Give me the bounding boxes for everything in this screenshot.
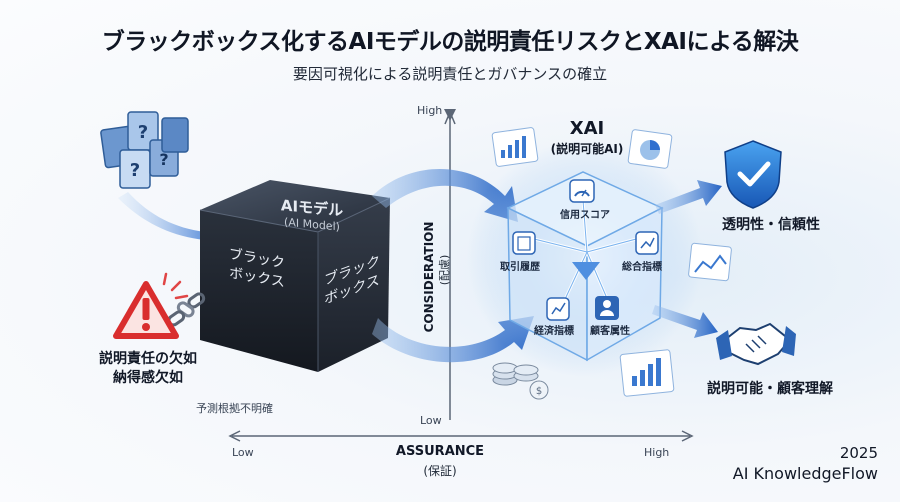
svg-text:?: ? bbox=[130, 160, 140, 181]
svg-text:?: ? bbox=[159, 150, 168, 169]
black-box-cube bbox=[199, 180, 391, 372]
footer-year: 2025 bbox=[839, 444, 878, 462]
outcome-transparency: 透明性・信頼性 bbox=[722, 217, 820, 233]
x-axis-label: ASSURANCE bbox=[395, 444, 485, 459]
arrow-to-explainability bbox=[652, 305, 718, 338]
coins-icon: $ bbox=[492, 362, 549, 400]
xai-title: XAI bbox=[569, 118, 605, 139]
input-arrow bbox=[118, 192, 226, 248]
page-title: ブラックボックス化するAIモデルの説明責任リスクとXAIによる解決 bbox=[101, 29, 799, 55]
xai-subtitle: (説明可能AI) bbox=[550, 142, 624, 156]
page-subtitle: 要因可視化による説明責任とガバナンスの確立 bbox=[292, 65, 608, 83]
svg-text:?: ? bbox=[138, 122, 148, 143]
node-customer-attributes: 顧客属性 bbox=[590, 326, 630, 337]
handshake-icon bbox=[716, 322, 796, 366]
node-overall-indicator: 総合指標 bbox=[622, 262, 662, 273]
node-economic-indicator: 経済指標 bbox=[534, 326, 574, 337]
xai-cube bbox=[467, 140, 703, 376]
floating-charts bbox=[491, 127, 732, 397]
arrow-to-transparency bbox=[655, 180, 722, 214]
svg-text:$: $ bbox=[536, 386, 542, 397]
y-axis-label-sub: (配慮) bbox=[438, 254, 451, 286]
warning-icon bbox=[113, 272, 189, 339]
x-axis-high: High bbox=[644, 446, 670, 459]
shield-check-icon bbox=[724, 140, 782, 209]
x-axis-label-sub: (保証) bbox=[423, 464, 457, 478]
risk-label-satisfaction: 納得感欠如 bbox=[113, 370, 183, 386]
node-credit-score: 信用スコア bbox=[560, 210, 610, 221]
bottom-curved-arrow bbox=[372, 316, 534, 363]
risk-label-accountability: 説明責任の欠如 bbox=[99, 351, 197, 367]
x-axis-low: Low bbox=[232, 446, 254, 459]
top-curved-arrow bbox=[372, 169, 518, 222]
blackbox-footnote: 予測根拠不明確 bbox=[196, 402, 273, 415]
y-axis-low: Low bbox=[420, 414, 442, 427]
node-transaction-history: 取引履歴 bbox=[500, 262, 540, 273]
y-axis-label: CONSIDERATION bbox=[422, 221, 436, 333]
outcome-explainability: 説明可能・顧客理解 bbox=[707, 381, 833, 397]
question-documents-icon: ? ? ? bbox=[100, 111, 189, 189]
y-axis-high: High bbox=[417, 104, 443, 117]
footer-brand: AI KnowledgeFlow bbox=[732, 464, 878, 483]
